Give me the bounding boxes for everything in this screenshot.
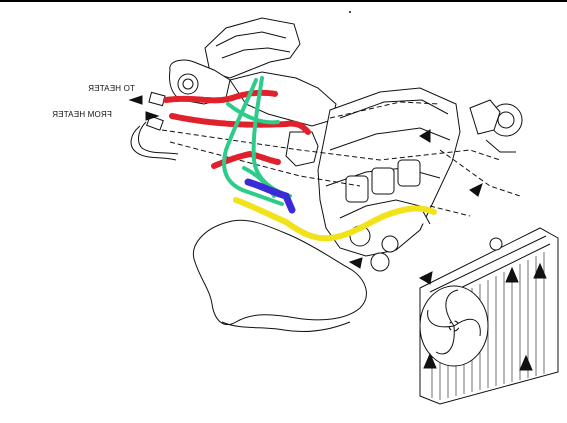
yellow-hose	[233, 197, 437, 242]
fan-icon	[419, 285, 489, 367]
water-pump	[469, 99, 523, 153]
blue-hose	[244, 178, 296, 214]
intake-manifold	[169, 17, 337, 167]
label-to-heater: TO HEATER	[88, 84, 135, 93]
speck	[349, 11, 351, 13]
engine-bay-outline	[193, 219, 367, 333]
label-from-heater: FROM HEATER	[52, 110, 112, 119]
engine-block-icon	[317, 87, 461, 272]
arrow-icon	[128, 95, 547, 371]
top-border	[0, 0, 567, 2]
heater-pipe	[130, 91, 179, 161]
